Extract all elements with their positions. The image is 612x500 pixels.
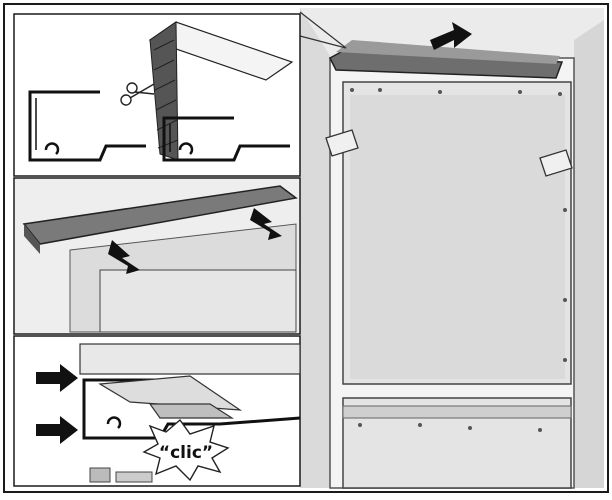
door-screws bbox=[350, 88, 567, 432]
scissors-icon bbox=[120, 82, 155, 106]
callout-line-top bbox=[299, 11, 347, 49]
seal-strip bbox=[22, 185, 298, 245]
profile-a bbox=[28, 90, 146, 162]
place-arrow-2-icon bbox=[250, 208, 282, 240]
seal-strip-front bbox=[24, 224, 40, 254]
niche-right-wall bbox=[574, 20, 604, 488]
counter-slab bbox=[79, 343, 301, 375]
top-seal-strip-top bbox=[336, 40, 560, 64]
hinge-arm bbox=[98, 375, 243, 411]
upper-door-shade bbox=[350, 95, 565, 379]
push-arrow-bottom-icon bbox=[36, 416, 78, 444]
profile-a-clip bbox=[44, 142, 60, 155]
appliance-door-edge bbox=[99, 269, 297, 333]
left-hinge bbox=[325, 129, 359, 157]
niche-left-wall bbox=[300, 8, 330, 488]
right-hinge bbox=[539, 149, 573, 177]
push-arrow-top-icon bbox=[36, 364, 78, 392]
strip-ribs bbox=[153, 39, 179, 149]
click-profile-clip bbox=[106, 416, 122, 429]
place-arrow-1-icon bbox=[108, 240, 140, 274]
appliance-scene bbox=[299, 8, 604, 489]
lower-door-rail bbox=[342, 405, 572, 419]
lever bbox=[148, 403, 235, 419]
panel-cut-profile bbox=[13, 13, 301, 177]
profile-b-clip bbox=[178, 142, 194, 155]
clic-label: “clic” bbox=[159, 443, 213, 463]
panel-place-strip bbox=[13, 177, 301, 335]
panel-click-in: “clic” bbox=[13, 335, 301, 487]
clic-burst bbox=[142, 418, 230, 482]
push-arrow-icon bbox=[430, 22, 472, 50]
profile-b bbox=[162, 116, 290, 162]
base-detail-2 bbox=[115, 471, 153, 483]
base-detail-1 bbox=[89, 467, 111, 483]
callout-line-bottom bbox=[299, 35, 347, 49]
